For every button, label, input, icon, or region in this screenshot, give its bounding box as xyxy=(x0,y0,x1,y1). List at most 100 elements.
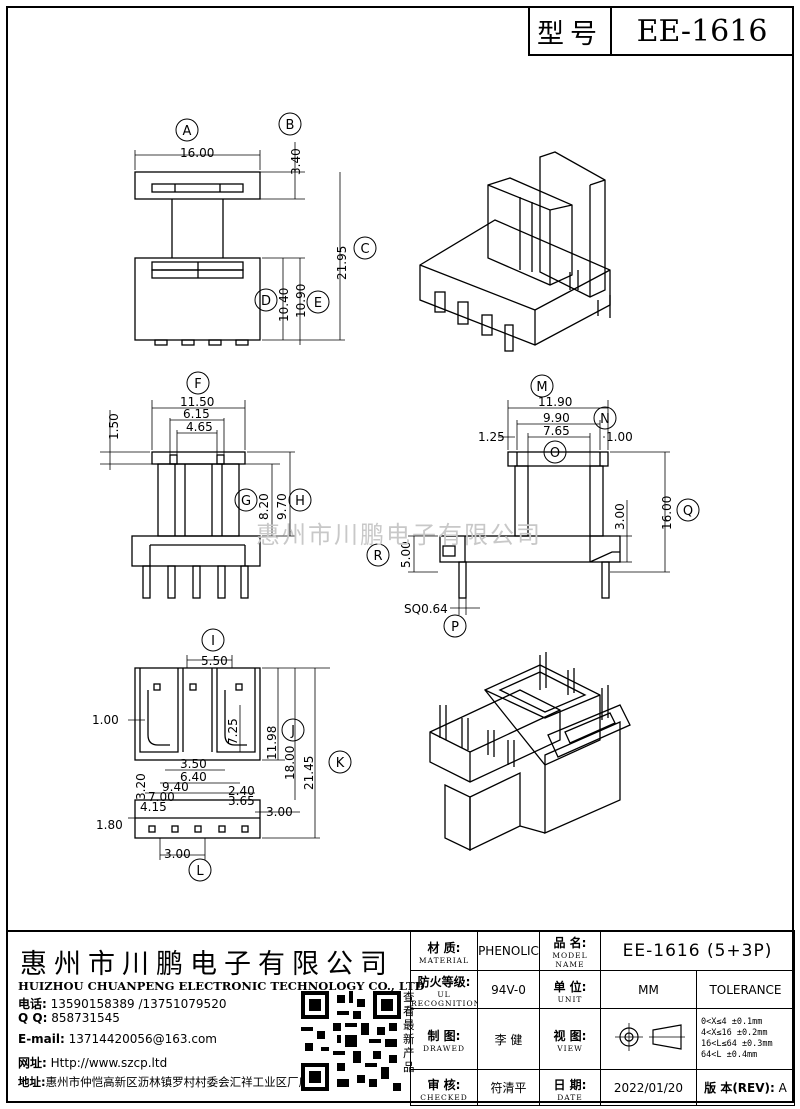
callout-k: K xyxy=(336,756,345,771)
dim-e: 10.90 xyxy=(294,284,308,318)
top-view xyxy=(134,142,345,346)
address-line: 地址:惠州市仲恺高新区沥林镇罗村村委会汇祥工业区厂房1栋一楼 xyxy=(18,1075,352,1089)
front-view xyxy=(100,400,295,599)
callout-p: P xyxy=(451,620,459,635)
model-label: 型号 xyxy=(530,8,612,54)
dim-bottom-4-15: 4.15 xyxy=(140,800,167,814)
dim-h: 9.70 xyxy=(275,493,289,520)
view-symbol xyxy=(600,1008,697,1070)
company-info: 惠州市川鹏电子有限公司 HUIZHOU CHUANPENG ELECTRONIC… xyxy=(14,934,425,1103)
callout-c: C xyxy=(360,242,369,257)
watermark: 惠州市川鹏电子有限公司 xyxy=(256,521,542,549)
ul-value: 94V-0 xyxy=(477,970,540,1009)
dim-n: 1.00 xyxy=(606,430,633,444)
model-number: EE-1616 xyxy=(636,13,768,49)
email-line: E-mail: 13714420056@163.com xyxy=(18,1032,217,1046)
callout-j: J xyxy=(290,724,295,739)
qr-code-icon[interactable] xyxy=(301,991,401,1091)
dim-f: 11.50 xyxy=(180,395,214,409)
dim-side-9-90: 9.90 xyxy=(543,411,570,425)
dim-bottom-6-40: 6.40 xyxy=(180,770,207,784)
company-name-cn: 惠州市川鹏电子有限公司 xyxy=(20,949,394,980)
title-block: 型号 EE-1616 xyxy=(528,6,794,56)
isometric-view-bottom xyxy=(429,652,631,852)
callout-o: O xyxy=(550,446,560,461)
dim-bottom-3-50: 3.50 xyxy=(180,757,207,771)
dim-l: 3.00 xyxy=(164,847,191,861)
dim-d: 10.40 xyxy=(277,288,291,322)
dim-bottom-18-00: 18.00 xyxy=(283,746,297,780)
web-line: 网址: Http://www.szcp.ltd xyxy=(18,1056,168,1070)
isometric-view-top xyxy=(419,151,611,352)
dim-g: 8.20 xyxy=(257,493,271,520)
dim-bottom-7-00: 7.00 xyxy=(148,790,175,804)
part-label: 品 名:MODEL NAME xyxy=(539,930,601,971)
ul-label: 防火等级:UL RECOGNITION xyxy=(410,970,478,1009)
projection-icon xyxy=(614,1023,685,1051)
material-label: 材 质:MATERIAL xyxy=(410,930,478,971)
date-value: 2022/01/20 xyxy=(600,1069,697,1106)
dim-i: 5.50 xyxy=(201,654,228,668)
dim-f2: 6.15 xyxy=(183,407,210,421)
callout-r: R xyxy=(373,549,382,564)
dim-bottom-9-40: 9.40 xyxy=(162,780,189,794)
company-name-en: HUIZHOU CHUANPENG ELECTRONIC TECHNOLOGY … xyxy=(18,979,425,993)
dim-f3: 4.65 xyxy=(186,420,213,434)
dim-q: 16.00 xyxy=(660,496,674,530)
unit-value: MM xyxy=(600,970,697,1009)
qq-line: Q Q: 858731545 xyxy=(18,1011,120,1025)
dim-bottom-1-00: 1.00 xyxy=(92,713,119,727)
callout-b: B xyxy=(286,118,295,133)
date-label: 日 期:DATE xyxy=(539,1069,601,1106)
callout-e: E xyxy=(314,296,322,311)
callout-l: L xyxy=(196,864,204,879)
callout-q: Q xyxy=(683,504,693,519)
tolerance-label: TOLERANCE xyxy=(696,970,795,1009)
side-view xyxy=(408,400,670,615)
dim-side-3-00: 3.00 xyxy=(613,503,627,530)
callout-m: M xyxy=(536,380,547,395)
bottom-view xyxy=(128,655,330,860)
dim-j: 11.98 xyxy=(265,726,279,760)
dim-side-7-65: 7.65 xyxy=(543,424,570,438)
phone-line: 电话: 13590158389 /13751079520 xyxy=(18,997,227,1011)
dim-side-1-25: 1.25 xyxy=(478,430,505,444)
drawn-label: 制 图:DRAWED xyxy=(410,1008,478,1070)
sheet-border xyxy=(6,6,794,1103)
dim-bottom-3-00b: 3.00 xyxy=(266,805,293,819)
dim-bottom-1-80: 1.80 xyxy=(96,818,123,832)
spec-table: 材 质:MATERIAL PHENOLIC 品 名:MODEL NAME EE-… xyxy=(410,930,795,1106)
dim-front-1-50: 1.50 xyxy=(107,413,121,440)
material-value: PHENOLIC xyxy=(477,930,540,971)
checked-value: 符清平 xyxy=(477,1069,540,1106)
dim-p: SQ0.64 xyxy=(404,602,448,616)
technical-drawing: 16.00 3.40 21.95 10.40 10.90 xyxy=(92,112,700,882)
callout-h: H xyxy=(295,494,305,509)
callout-i: I xyxy=(211,634,215,649)
revision: 版 本(REV): A xyxy=(696,1069,795,1106)
dim-m: 11.90 xyxy=(538,395,572,409)
callout-a: A xyxy=(183,124,192,139)
dim-bottom-2-40: 2.40 xyxy=(228,784,255,798)
dim-c: 21.95 xyxy=(335,246,349,280)
callout-f: F xyxy=(194,377,201,392)
dim-bottom-7-25: 7.25 xyxy=(226,718,240,745)
dim-k: 21.45 xyxy=(302,756,316,790)
title-block-bottom xyxy=(6,930,794,1103)
dim-bottom-3-20: 3.20 xyxy=(134,773,148,800)
dim-bottom-3-65: 3.65 xyxy=(228,794,255,808)
callout-g: G xyxy=(241,494,251,509)
callout-d: D xyxy=(261,294,271,309)
drawn-value: 李 健 xyxy=(477,1008,540,1070)
view-label: 视 图:VIEW xyxy=(539,1008,601,1070)
checked-label: 审 核:CHECKED xyxy=(410,1069,478,1106)
part-value: EE-1616 (5+3P) xyxy=(600,930,795,971)
dim-r: 5.00 xyxy=(399,541,413,568)
unit-label: 单 位:UNIT xyxy=(539,970,601,1009)
callouts xyxy=(175,112,700,882)
qr-caption: 查看最新产品 xyxy=(403,990,415,1074)
dim-a: 16.00 xyxy=(180,146,214,160)
dim-b: 3.40 xyxy=(289,148,303,175)
